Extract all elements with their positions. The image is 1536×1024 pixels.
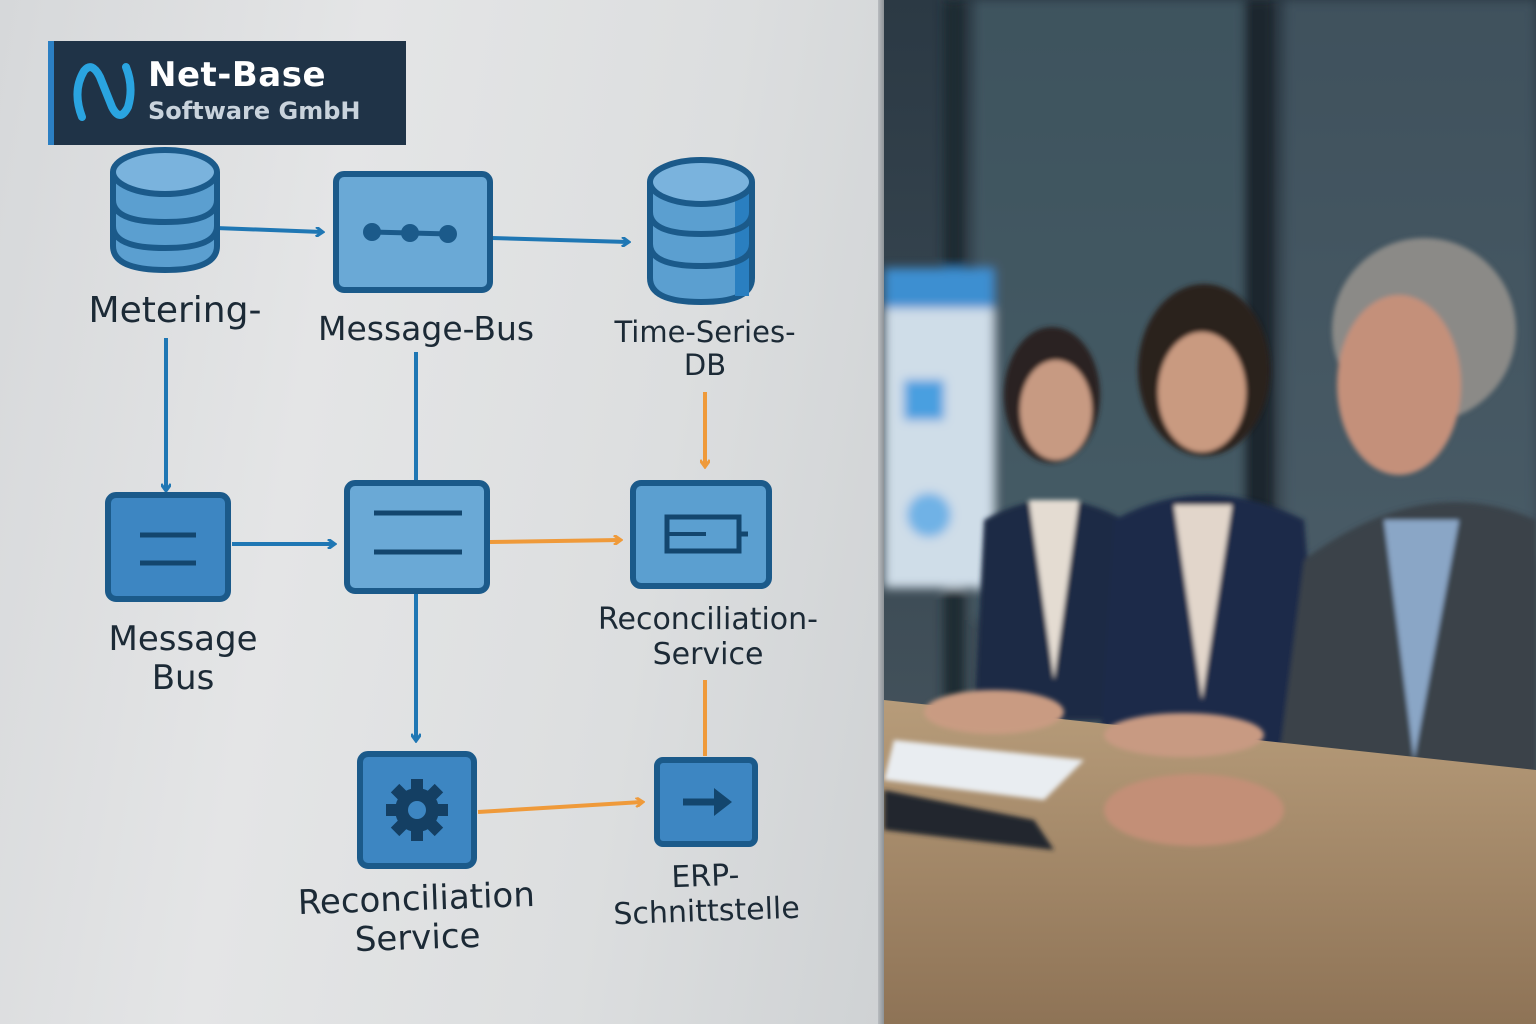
arrow-messagebus-to-tsdb	[491, 236, 628, 242]
meeting-photo-illustration	[884, 0, 1536, 1024]
queue-icon	[344, 480, 490, 594]
database-icon	[110, 147, 220, 274]
gear-icon	[357, 751, 477, 869]
queue-icon	[105, 492, 231, 602]
node-label-time-series-db: Time-Series- DB	[614, 315, 796, 383]
arrow-gear-to-erp	[477, 802, 642, 814]
company-logo: Net-Base Software GmbH	[48, 41, 406, 145]
battery-icon	[630, 480, 772, 589]
node-label-message-bus: Message Bus	[108, 619, 258, 699]
net-base-logo-icon	[73, 63, 135, 121]
node-label-erp: ERP- Schnittstelle	[612, 857, 801, 932]
node-label-reconciliation-top: Reconciliation- Service	[598, 602, 818, 672]
architecture-diagram	[105, 147, 772, 869]
node-label-metering: Metering-	[88, 290, 262, 331]
database-icon	[647, 157, 755, 306]
arrow-metering-to-messagebus	[215, 226, 322, 232]
connectors	[166, 226, 705, 814]
node-label-message-bus-top: Message-Bus	[318, 309, 535, 348]
logo-subtitle: Software GmbH	[148, 97, 361, 125]
node-label-reconciliation: Reconciliation Service	[297, 874, 536, 961]
meeting-photo	[884, 0, 1536, 1024]
arrow-right-icon	[654, 757, 758, 847]
logo-title: Net-Base	[148, 55, 327, 95]
arrow-processor-to-recon	[489, 540, 620, 542]
message-bus-icon	[333, 171, 493, 293]
